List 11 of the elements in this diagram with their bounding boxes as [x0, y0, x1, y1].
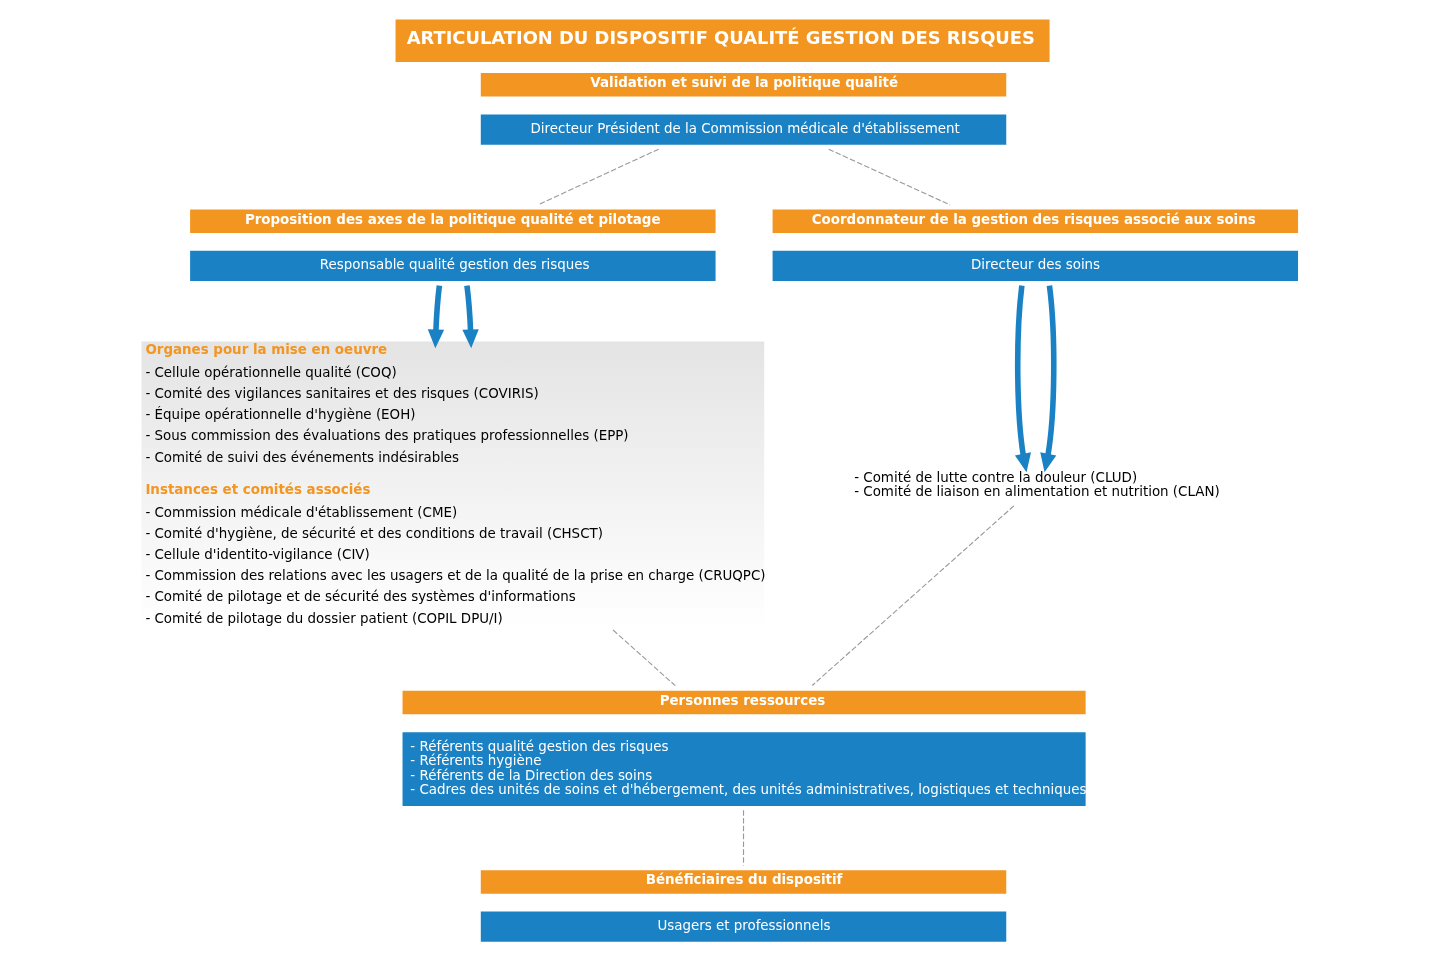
arrow: [1014, 285, 1031, 473]
connector: [536, 148, 659, 206]
connector: [827, 148, 951, 206]
arrow: [1039, 285, 1057, 473]
diagram-title: ARTICULATION DU DISPOSITIF QUALITÉ GESTION DES RISQUES: [406, 26, 1035, 48]
connector: [612, 629, 676, 687]
node-text: - Comité de lutte contre la douleur (CLUD) - Comité de liaison en alimentation et nutrition (CLAN): [853, 469, 1220, 500]
arrow: [427, 285, 444, 349]
connector: [742, 809, 744, 866]
connector: [811, 505, 1014, 687]
arrow: [461, 285, 479, 349]
